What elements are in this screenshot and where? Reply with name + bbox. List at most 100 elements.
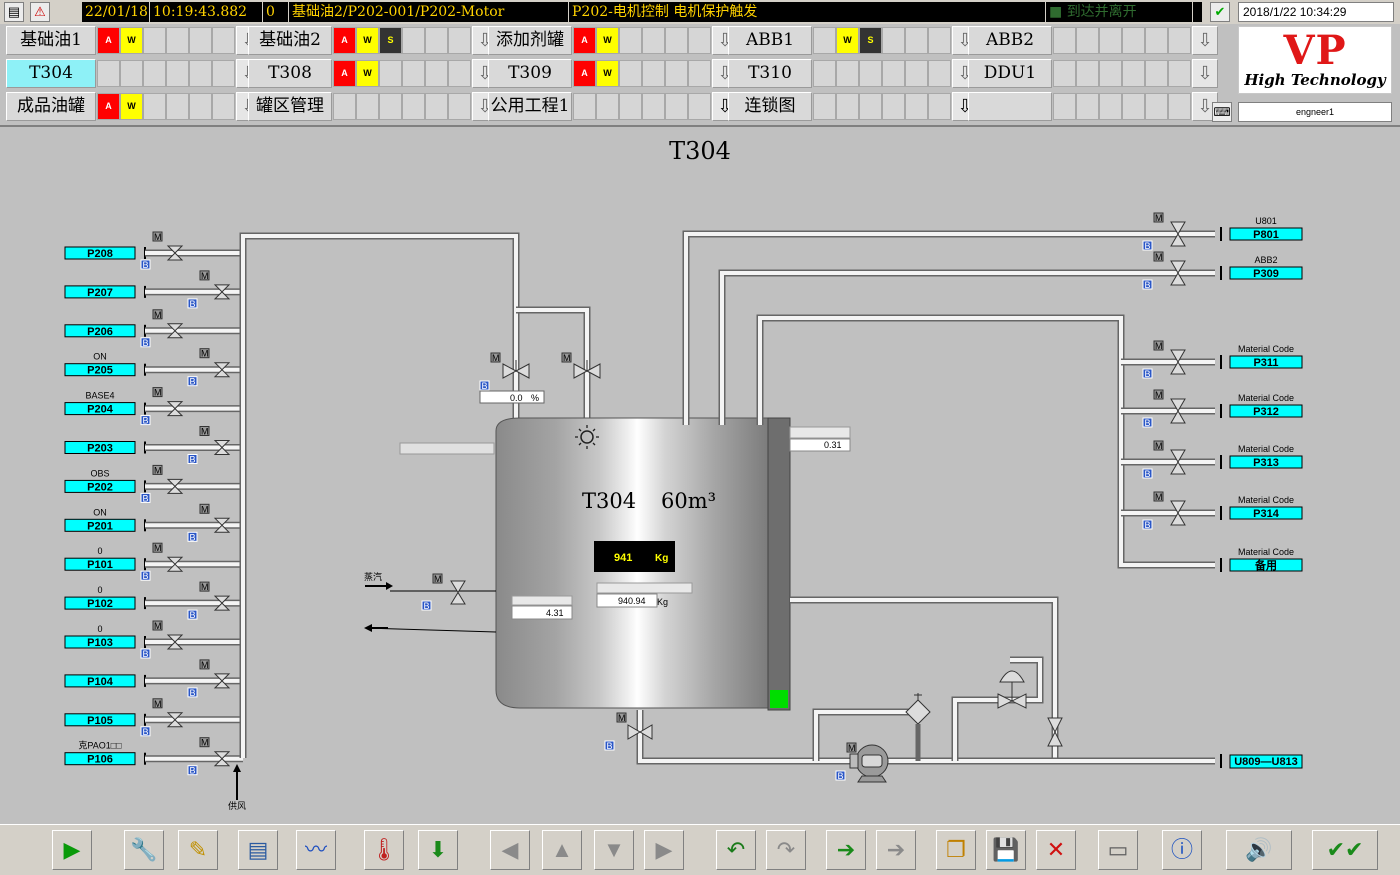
bypass-letter: B <box>1145 469 1151 479</box>
inlet-valve[interactable] <box>213 517 231 533</box>
trend-button[interactable]: 〰 <box>296 830 336 870</box>
outlet-tag[interactable] <box>1229 754 1303 769</box>
inlet-valve[interactable] <box>166 323 184 339</box>
nav-button[interactable]: T304 <box>6 59 96 88</box>
calendar-check-icon[interactable]: ✔ <box>1210 2 1230 22</box>
outlet-valve[interactable] <box>1170 449 1186 475</box>
arrow-down-button[interactable]: ▼ <box>594 830 634 870</box>
nav-button[interactable]: T308 <box>248 59 332 88</box>
new-note-button[interactable]: ✎ <box>178 830 218 870</box>
inlet-valve[interactable] <box>213 284 231 300</box>
nav-button[interactable]: DDU1 <box>968 59 1052 88</box>
transfer-pump[interactable] <box>849 744 889 783</box>
inlet-valve[interactable] <box>213 751 231 767</box>
bypass-letter: B <box>1145 280 1151 290</box>
run-button[interactable]: ▶ <box>52 830 92 870</box>
bottom-outlet-valve[interactable] <box>627 724 653 740</box>
inlet-valve[interactable] <box>213 440 231 455</box>
line-tag[interactable] <box>64 479 136 493</box>
nav-button[interactable]: 罐区管理 <box>248 92 332 121</box>
line-tag[interactable] <box>1229 227 1303 241</box>
line-tag[interactable] <box>64 596 136 610</box>
line-tag[interactable] <box>1229 266 1303 280</box>
thermometer-button[interactable]: 🌡 <box>364 830 404 870</box>
nav-button[interactable]: ABB1 <box>728 26 812 55</box>
return-valve[interactable] <box>1047 717 1063 747</box>
line-tag[interactable] <box>64 635 136 649</box>
inlet-valve-1[interactable] <box>502 360 530 379</box>
nav-button[interactable] <box>968 92 1052 121</box>
arrow-left-button[interactable]: ◀ <box>490 830 530 870</box>
inlet-valve[interactable] <box>166 478 184 494</box>
inlet-valve[interactable] <box>166 401 184 417</box>
steam-valve[interactable] <box>450 580 466 605</box>
alarm-status-box: S <box>379 27 402 54</box>
report-button[interactable]: ▤ <box>238 830 278 870</box>
line-tag[interactable] <box>64 246 136 260</box>
nav-button[interactable]: 连锁图 <box>728 92 812 121</box>
nav-button[interactable]: 公用工程1 <box>488 92 572 121</box>
inlet-valve[interactable] <box>166 634 184 650</box>
line-tag[interactable] <box>1229 404 1303 418</box>
chevron-down-icon[interactable]: ⇩ <box>1192 26 1218 55</box>
line-tag[interactable] <box>64 752 136 766</box>
alarm-status-box <box>1076 27 1099 54</box>
line-tag[interactable] <box>1229 558 1303 572</box>
line-tag[interactable] <box>64 674 136 688</box>
acknowledge-button[interactable]: ✔✔ <box>1312 830 1378 870</box>
nav-button[interactable]: ABB2 <box>968 26 1052 55</box>
exit-button[interactable]: ➔ <box>876 830 916 870</box>
line-tag[interactable] <box>64 324 136 338</box>
inlet-valve[interactable] <box>213 362 231 378</box>
line-tag[interactable] <box>1229 506 1303 520</box>
line-tag[interactable] <box>64 713 136 727</box>
copy-button[interactable]: ❐ <box>936 830 976 870</box>
enter-button[interactable]: ➔ <box>826 830 866 870</box>
control-valve[interactable] <box>997 670 1027 709</box>
save-button[interactable]: 💾 <box>986 830 1026 870</box>
tools-button[interactable]: 🔧 <box>124 830 164 870</box>
nav-button[interactable]: 成品油罐 <box>6 92 96 121</box>
line-tag[interactable] <box>64 402 136 416</box>
safety-valve[interactable] <box>905 693 931 725</box>
line-tag[interactable] <box>64 518 136 532</box>
outlet-valve[interactable] <box>1170 260 1186 286</box>
nav-button[interactable]: 基础油2 <box>248 26 332 55</box>
line-tag[interactable] <box>1229 355 1303 369</box>
line-tag[interactable] <box>64 441 136 454</box>
inlet-valve[interactable] <box>213 595 231 611</box>
notepad-icon[interactable]: ▤ <box>4 2 24 22</box>
nav-button[interactable]: T309 <box>488 59 572 88</box>
outlet-valve[interactable] <box>1170 398 1186 424</box>
inlet-valve[interactable] <box>166 556 184 572</box>
keyboard-icon[interactable]: ⌨ <box>1212 102 1232 122</box>
inlet-valve-2[interactable] <box>573 360 601 379</box>
outlet-valve[interactable] <box>1170 349 1186 375</box>
info-button[interactable]: ⓘ <box>1162 830 1202 870</box>
inlet-valve[interactable] <box>213 673 231 689</box>
line-tag[interactable] <box>64 363 136 377</box>
line-tag[interactable] <box>64 557 136 571</box>
inlet-valve[interactable] <box>166 712 184 728</box>
undo-button[interactable]: ↶ <box>716 830 756 870</box>
inlet-valve[interactable] <box>166 245 184 261</box>
delete-button[interactable]: ✕ <box>1036 830 1076 870</box>
monitor-button[interactable]: ▭ <box>1098 830 1138 870</box>
arrow-up-button[interactable]: ▲ <box>542 830 582 870</box>
outlet-valve[interactable] <box>1170 221 1186 247</box>
line-tag[interactable] <box>64 285 136 299</box>
import-button[interactable]: ⬇ <box>418 830 458 870</box>
nav-button[interactable]: 基础油1 <box>6 26 96 55</box>
alarm-warning-icon[interactable]: ⚠ <box>30 2 50 22</box>
redo-button[interactable]: ↷ <box>766 830 806 870</box>
alarm-status-box <box>905 27 928 54</box>
nav-button[interactable]: 添加剂罐 <box>488 26 572 55</box>
enter-icon: ➔ <box>836 837 856 862</box>
alarm-code: 0 <box>263 2 289 22</box>
sound-button[interactable]: 🔊 <box>1226 830 1292 870</box>
chevron-down-icon[interactable]: ⇩ <box>1192 59 1218 88</box>
arrow-right-button[interactable]: ▶ <box>644 830 684 870</box>
line-tag[interactable] <box>1229 455 1303 469</box>
outlet-valve[interactable] <box>1170 500 1186 526</box>
nav-button[interactable]: T310 <box>728 59 812 88</box>
